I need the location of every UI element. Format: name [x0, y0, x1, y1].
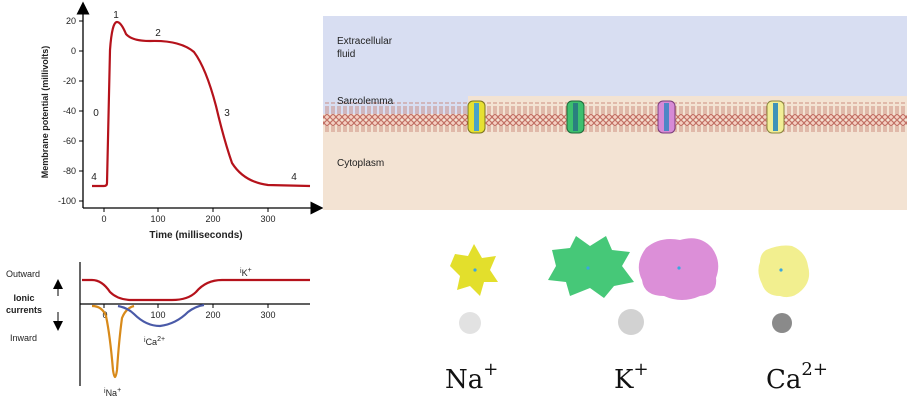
ap-phase-label-2: 2	[155, 28, 161, 39]
ap-y-tick-label: -100	[58, 196, 76, 206]
action-potential-plot: 20 0 -20 -40 -60 -80 -100 0 100 200 300 …	[40, 1, 324, 241]
k-ion-group: K+	[548, 236, 719, 395]
na-center-dot	[473, 268, 477, 272]
ap-y-tick-label: 0	[71, 46, 76, 56]
k-channel-2	[657, 100, 676, 134]
ionic-currents-plot: Outward Inward Ionic currents 0 100 200 …	[6, 262, 310, 398]
ap-phase-label-1: 1	[113, 10, 119, 21]
cytoplasm-label: Cytoplasm	[337, 158, 384, 169]
k-center-dot	[586, 266, 590, 270]
ap-y-tick-label: -80	[63, 166, 76, 176]
ic-x-tick-label: 100	[150, 310, 165, 320]
ap-y-tick-label: -40	[63, 106, 76, 116]
svg-text:iCa2+: iCa2+	[144, 336, 165, 347]
extracellular-label-line2: fluid	[337, 49, 355, 60]
svg-text:iNa+: iNa+	[104, 387, 121, 398]
ap-phase-label-4-right: 4	[291, 172, 297, 183]
ap-y-ticks: 20 0 -20 -40 -60 -80 -100	[58, 16, 83, 206]
ca-label: Ca2+	[766, 359, 828, 395]
ap-y-tick-label: 20	[66, 16, 76, 26]
svg-text:iK+: iK+	[240, 267, 252, 278]
ap-x-tick-label: 100	[150, 214, 165, 224]
ap-x-axis-label: Time (milliseconds)	[149, 230, 242, 241]
ik-ion: K	[242, 268, 248, 278]
ic-axis-label-line2: currents	[6, 305, 42, 315]
ina-current-curve	[91, 304, 135, 379]
k-dot	[618, 309, 644, 335]
k-blob	[548, 236, 634, 298]
ica-label: iCa2+	[144, 336, 165, 347]
membrane-panel: Extracellular fluid Sarcolemma Cytoplasm	[323, 16, 907, 210]
ica-prefix: i	[144, 337, 146, 344]
ca-channel	[766, 100, 785, 134]
ina-label: iNa+	[104, 387, 121, 398]
ca-ion-group: Ca2+	[758, 245, 828, 395]
ica-charge: 2+	[157, 336, 165, 343]
ina-prefix: i	[104, 388, 106, 395]
ap-x-ticks: 0 100 200 300	[101, 208, 276, 224]
lipid-bilayer	[323, 102, 907, 132]
ap-phase-label-0: 0	[93, 108, 99, 119]
ik-label: iK+	[240, 267, 252, 278]
ca-center-dot	[779, 268, 783, 272]
na-ion-group: Na+	[445, 244, 498, 395]
ap-phase-label-3: 3	[224, 108, 230, 119]
ap-x-tick-label: 0	[101, 214, 106, 224]
ca-blob	[758, 245, 810, 298]
ina-charge: +	[117, 387, 121, 394]
ap-x-tick-label: 200	[205, 214, 220, 224]
ik-current-curve	[82, 278, 310, 302]
ic-outward-label: Outward	[6, 269, 40, 279]
k-center-dot-2	[677, 266, 681, 270]
extracellular-label-line1: Extracellular	[337, 36, 393, 47]
ic-axis-label-line1: Ionic	[13, 293, 34, 303]
ap-phase-label-4-left: 4	[91, 172, 97, 183]
k-label: K+	[614, 359, 649, 395]
ina-ion: Na	[106, 388, 118, 398]
ca-dot	[772, 313, 792, 333]
ic-inward-label: Inward	[10, 333, 37, 343]
ion-legend: Na+ K+ Ca2+	[445, 236, 828, 395]
na-label: Na+	[445, 359, 498, 395]
ik-charge: +	[248, 267, 252, 274]
ik-prefix: i	[240, 268, 242, 275]
ap-y-tick-label: -60	[63, 136, 76, 146]
ic-x-tick-label: 300	[260, 310, 275, 320]
ica-ion: Ca	[146, 337, 158, 347]
na-dot	[459, 312, 481, 334]
ap-y-tick-label: -20	[63, 76, 76, 86]
sarcolemma-label: Sarcolemma	[337, 96, 394, 107]
ap-x-tick-label: 300	[260, 214, 275, 224]
ap-y-axis-label: Membrane potential (millivolts)	[40, 46, 50, 179]
k-channel	[566, 100, 585, 134]
ap-curve	[92, 20, 311, 188]
ica-current-curve	[117, 303, 205, 328]
na-channel	[467, 100, 486, 134]
ic-x-tick-label: 200	[205, 310, 220, 320]
